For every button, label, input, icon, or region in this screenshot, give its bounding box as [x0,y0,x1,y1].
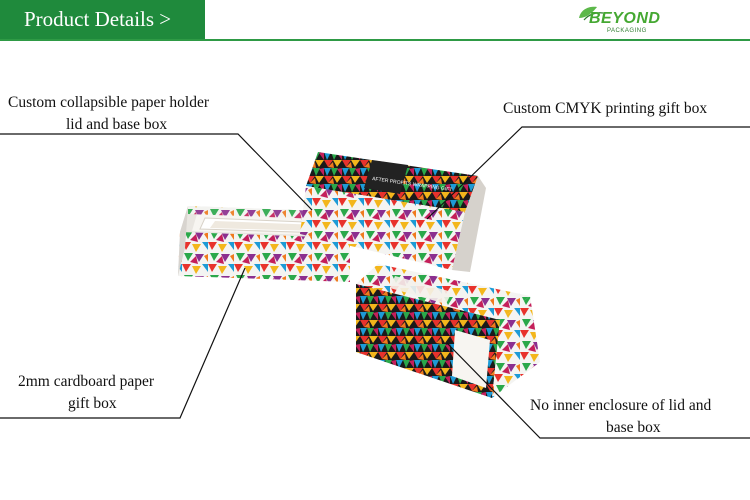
callout-leaders [0,126,750,439]
leaf-icon [579,6,604,21]
callout-cardboard-line2: gift box [68,395,117,412]
callout-holder-line1: Custom collapsible paper holder [8,94,210,111]
logo-wordmark: BEYOND [589,10,661,27]
header-divider [0,39,750,41]
callout-cmyk: Custom CMYK printing gift box [503,100,708,117]
brand-logo[interactable]: BEYOND PACKAGING [575,4,665,40]
leader-cmyk [426,126,750,220]
callout-enclosure-line1: No inner enclosure of lid and [530,397,712,414]
callout-enclosure-line2: base box [606,419,661,436]
leader-enclosure [446,342,750,439]
callout-holder-line2: lid and base box [66,116,168,133]
callout-cardboard-line1: 2mm cardboard paper [18,373,154,390]
lid-box-back: AFTER PROFITS WRAPPING GIFT [300,152,486,272]
closed-gift-box [356,264,540,398]
leader-cardboard [0,267,246,419]
product-details-tab[interactable]: Product Details > [0,0,205,39]
logo-tagline: PACKAGING [607,28,647,34]
leader-holder [0,133,313,211]
